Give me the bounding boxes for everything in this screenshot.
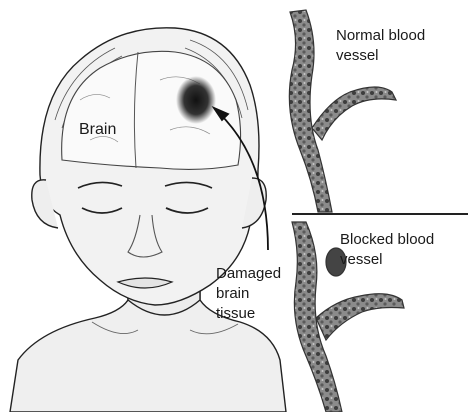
damaged-tissue-label: Damaged brain tissue [216,265,285,322]
normal-vessel-line-1: Normal blood [336,27,425,44]
damaged-tissue-line-1: Damaged [216,265,281,282]
normal-vessel-label: Normal blood vessel [336,27,429,64]
blocked-vessel-line-1: Blocked blood [340,231,434,248]
blocked-vessel-line-2: vessel [340,251,383,268]
person-head [10,28,286,412]
blocked-vessel-label: Blocked blood vessel [340,231,438,268]
damaged-brain-area [176,76,216,124]
normal-vessel-line-2: vessel [336,47,379,64]
damaged-tissue-line-3: tissue [216,305,255,322]
damaged-tissue-line-2: brain [216,285,249,302]
brain-label: Brain [79,121,116,138]
